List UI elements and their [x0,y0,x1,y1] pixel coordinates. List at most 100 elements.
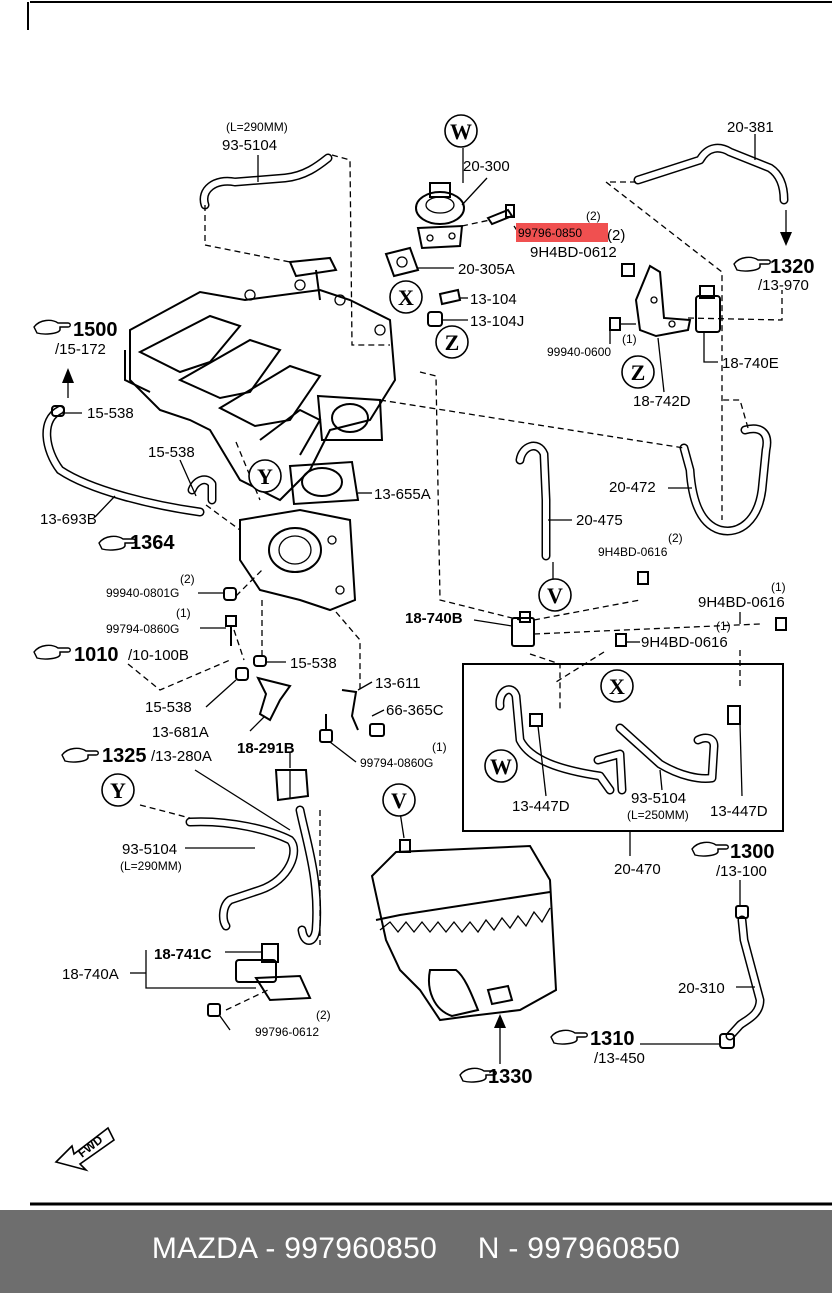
label-13-681a: 13-681A [152,724,209,741]
parts-diagram: FWD W X Z Z Y V X W Y V (L=290MM) 93-510… [27,1,832,1206]
hose-20-381 [633,143,789,205]
label-66-365c: 66-365C [386,702,444,719]
clip-66-365c [369,723,385,737]
solenoid-bracket-18-742d [621,263,692,338]
label-15-538-d: 15-538 [145,699,192,716]
air-cleaner-1330 [370,839,558,1022]
label-18-740b: 18-740B [405,610,463,627]
pointing-hand-icon [733,256,771,272]
solenoid-18-741c [235,943,312,1002]
subassembly-box [462,663,784,832]
pointing-hand-icon [61,747,99,763]
label-13-100: /13-100 [716,863,767,880]
svg-text:Z: Z [445,330,460,355]
solenoid-18-740e [695,285,721,363]
label-1330: 1330 [488,1066,533,1088]
bolt-99940-0801g [223,587,237,601]
label-qty-1a: (1) [622,332,637,346]
label-18-740a: 18-740A [62,966,119,983]
label-99794-0860g-a: 99794-0860G [106,622,179,636]
grommet-18-291b [274,769,310,802]
bracket-13-681a [256,676,292,722]
label-290mm-top: (L=290MM) [226,120,288,134]
label-qty-1d: (1) [716,619,731,633]
marker-y-lower: Y [101,773,135,807]
clamp-15-538-c [253,655,267,667]
label-20-305a: 20-305A [458,261,515,278]
label-18-742d: 18-742D [633,393,691,410]
label-93-5104-c: 93-5104 [122,841,177,858]
marker-z-right: Z [621,355,655,389]
footer-bar: MAZDA - 997960850 N - 997960850 [0,1210,832,1293]
label-qty-2c: (2) [668,531,683,545]
label-15-538-a: 15-538 [87,405,134,422]
label-qty-1b: (1) [771,580,786,594]
marker-z-mid: Z [435,325,469,359]
label-qty-1c: (1) [176,606,191,620]
label-290mm-b: (L=290MM) [120,859,182,873]
clamp-13-447d-b [727,705,741,725]
hose-20-475 [515,441,551,561]
label-20-475: 20-475 [576,512,623,529]
label-99796-0850: 99796-0850 [518,226,582,240]
footer-caption: MAZDA - 997960850 N - 997960850 [0,1232,832,1266]
fitting-13-104j [427,311,443,327]
label-99794-0860g-b: 99794-0860G [360,756,433,770]
label-1300: 1300 [730,841,775,863]
label-9h4bd-0616-a: 9H4BD-0616 [598,545,668,559]
svg-text:Y: Y [257,464,273,489]
hose-93-5104-lower [185,805,322,945]
label-93-5104-b: 93-5104 [631,790,686,807]
label-15-172: /15-172 [55,341,106,358]
label-9h4bd-0616-b: 9H4BD-0616 [641,634,728,651]
label-1325: 1325 [102,745,147,767]
egr-valve-20-300 [415,182,465,250]
bolt-9h4bd-0616-b [615,633,627,647]
gasket-20-305a [384,246,420,278]
svg-text:X: X [609,674,625,699]
label-9h4bd-0616-c: 9H4BD-0616 [698,594,785,611]
bolt-99796-0612 [207,1003,231,1031]
solenoid-18-740b [511,611,535,647]
marker-w-box: W [484,749,518,783]
footer-brand-part: MAZDA - 997960850 [151,1232,438,1265]
label-13-970: /13-970 [758,277,809,294]
label-qty-2a: (2) [586,209,601,223]
clamp-15-538-d [235,667,249,681]
hose-20-472 [679,424,772,536]
pointing-hand-icon [33,319,71,335]
bolt-99794-0860g-a [225,615,237,646]
hose-small-throttle [187,475,217,505]
footer-part-number: N - 997960850 [477,1232,681,1265]
clamp-13-447d-a [529,713,543,727]
bolt-9h4bd-0616-c [775,617,787,631]
label-250mm: (L=250MM) [627,808,689,822]
svg-text:W: W [450,119,472,144]
label-13-104: 13-104 [470,291,517,308]
label-13-611: 13-611 [375,675,421,692]
fitting-13-104 [438,288,462,306]
pipe-20-310 [719,905,765,1049]
label-qty-1e: (1) [432,740,447,754]
label-10-100b: /10-100B [128,647,189,664]
label-9h4bd-0612: 9H4BD-0612 [530,244,617,261]
label-18-740e: 18-740E [722,355,779,372]
label-13-280a: /13-280A [151,748,212,765]
pointing-hand-icon [691,841,729,857]
pointing-hand-icon [33,644,71,660]
highlight-part-99796-0850 [516,223,608,242]
label-1320: 1320 [770,256,815,278]
label-qty-2d: (2) [180,572,195,586]
bracket-13-611 [341,689,359,731]
svg-text:Z: Z [631,360,646,385]
svg-text:X: X [398,285,414,310]
svg-text:Y: Y [110,778,126,803]
label-99940-0600: 99940-0600 [547,345,611,359]
bolt-99794-0860g-b [319,714,333,743]
label-13-104j: 13-104J [470,313,524,330]
svg-text:W: W [490,754,512,779]
label-99940-0801g: 99940-0801G [106,586,179,600]
bolt-9h4bd-0616-a [637,571,649,585]
marker-x-box: X [600,669,634,703]
gasket-13-655a [288,460,360,506]
